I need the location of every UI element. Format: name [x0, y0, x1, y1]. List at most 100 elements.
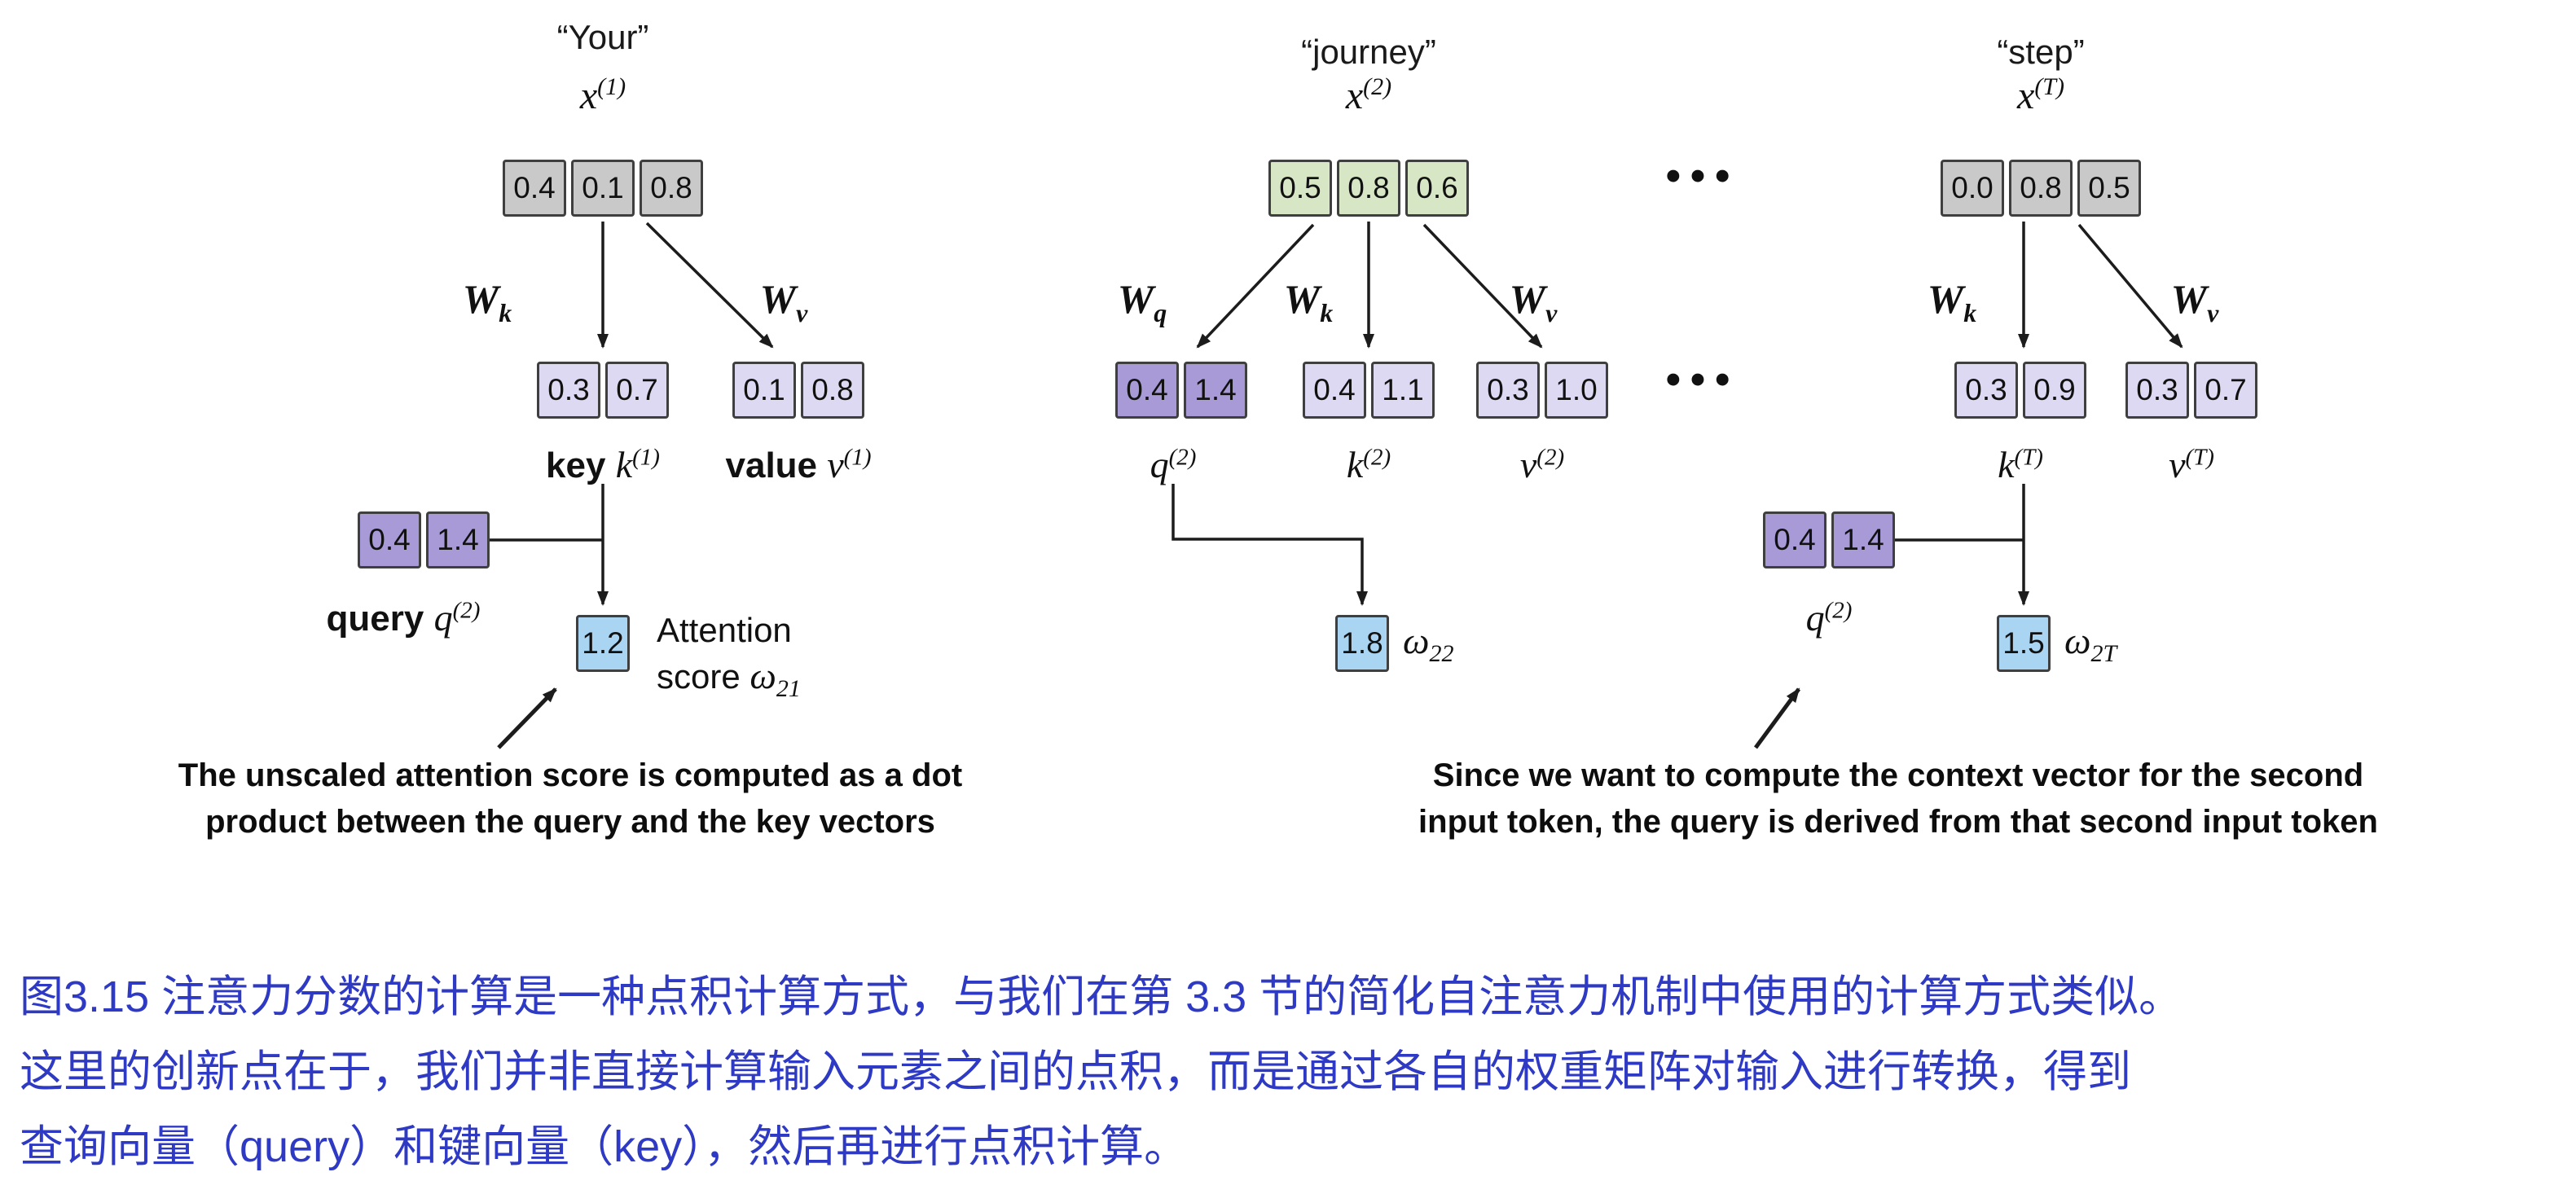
- caption-line: 图3.15 注意力分数的计算是一种点积计算方式，与我们在第 3.3 节的简化自注…: [20, 972, 2183, 1021]
- vector-cell: 0.4: [1763, 511, 1826, 568]
- vector-cell: 0.7: [605, 362, 669, 419]
- math-symbol: q: [433, 597, 453, 639]
- weight-wv-label-g1: Wv: [760, 275, 808, 328]
- input-vector-journey: 0.5 0.8 0.6: [1268, 160, 1469, 217]
- math-superscript: (2): [1363, 73, 1392, 100]
- attention-score-label-line1: Attention: [657, 611, 792, 649]
- arrow-x2-to-query: [1196, 223, 1315, 349]
- math-symbol: k: [1998, 444, 2015, 485]
- value-label-g1: value v(1): [725, 444, 872, 486]
- vector-cell: 0.8: [2009, 160, 2073, 217]
- ellipsis-input-row: •••: [1665, 152, 1740, 200]
- annotation-line: The unscaled attention score is computed…: [178, 757, 963, 793]
- token-word-journey: “journey”: [1301, 33, 1436, 71]
- math-superscript: (1): [632, 444, 660, 471]
- input-symbol-x2: x(2): [1346, 73, 1391, 118]
- figure-caption: 图3.15 注意力分数的计算是一种点积计算方式，与我们在第 3.3 节的简化自注…: [20, 959, 2561, 1184]
- vector-cell: 0.3: [1476, 362, 1540, 419]
- omega-subscript: 2T: [2090, 640, 2117, 668]
- attention-score-box-g2: 1.8: [1335, 615, 1389, 672]
- value-vector-g2: 0.3 1.0: [1476, 362, 1608, 419]
- vector-cell: 1.4: [1831, 511, 1895, 568]
- key-label-g3: k(T): [1998, 444, 2043, 486]
- math-superscript: (2): [452, 597, 481, 624]
- annotation-line: product between the query and the key ve…: [205, 803, 935, 840]
- vector-cell: 0.8: [640, 160, 703, 217]
- annotation-dot-product: The unscaled attention score is computed…: [178, 753, 962, 845]
- annotation-second-token: Since we want to compute the context vec…: [1418, 753, 2378, 845]
- connector-q2-to-score22: [1172, 484, 1368, 606]
- math-symbol: k: [1346, 444, 1364, 485]
- math-symbol: x: [579, 74, 598, 117]
- value-vector-g3: 0.3 0.7: [2125, 362, 2257, 419]
- vector-cell: 1.1: [1371, 362, 1435, 419]
- query-vector-g3: 0.4 1.4: [1763, 511, 1895, 568]
- query-label-g3: q(2): [1805, 597, 1853, 639]
- key-vector-g3: 0.3 0.9: [1954, 362, 2086, 419]
- math-symbol: W: [759, 276, 797, 322]
- weight-wk-label-g3: Wk: [1928, 275, 1976, 328]
- vector-cell: 0.5: [2077, 160, 2141, 217]
- annotation-line: Since we want to compute the context vec…: [1432, 757, 2364, 793]
- math-symbol: x: [1345, 74, 1364, 117]
- query-label-g2: q(2): [1150, 444, 1197, 486]
- label-word: key: [546, 446, 606, 485]
- vector-cell: 1.0: [1545, 362, 1608, 419]
- arrow-x1-to-value: [645, 222, 774, 349]
- input-vector-step: 0.0 0.8 0.5: [1941, 160, 2141, 217]
- math-subscript: v: [1545, 298, 1558, 327]
- omega-subscript: 22: [1429, 640, 1454, 668]
- attention-score-label-line2: score ω21: [657, 654, 801, 702]
- vector-cell: 0.4: [503, 160, 566, 217]
- math-subscript: k: [1320, 298, 1334, 327]
- vector-cell: 0.1: [732, 362, 796, 419]
- math-symbol: W: [1283, 276, 1321, 322]
- attention-score-label-g2: ω22: [1403, 619, 1453, 668]
- math-subscript: v: [796, 298, 808, 327]
- token-word-step: “step”: [1997, 33, 2085, 71]
- math-symbol: W: [1117, 276, 1154, 322]
- key-vector-g2: 0.4 1.1: [1303, 362, 1435, 419]
- math-superscript: (2): [1168, 444, 1197, 471]
- vector-cell: 0.8: [1337, 160, 1400, 217]
- attention-score-box-g1: 1.2: [576, 615, 630, 672]
- math-symbol: k: [615, 444, 633, 485]
- math-symbol: v: [827, 444, 844, 485]
- math-superscript: (T): [2014, 444, 2043, 471]
- math-subscript: q: [1154, 298, 1167, 327]
- math-superscript: (T): [2034, 73, 2064, 100]
- omega-symbol: ω: [2064, 620, 2091, 661]
- math-superscript: (2): [1824, 597, 1853, 624]
- input-vector-your: 0.4 0.1 0.8: [503, 160, 703, 217]
- weight-wv-label-g3: Wv: [2171, 275, 2219, 328]
- vector-cell: 0.4: [1303, 362, 1366, 419]
- omega-symbol: ω: [750, 654, 776, 696]
- token-word-your: “Your”: [556, 18, 649, 56]
- vector-cell: 0.4: [1115, 362, 1179, 419]
- weight-wv-label-g2: Wv: [1510, 275, 1558, 328]
- arrow-x2-to-value: [1422, 223, 1543, 349]
- label-word: value: [725, 446, 818, 485]
- query-vector-g1: 0.4 1.4: [358, 511, 490, 568]
- math-subscript: v: [2207, 298, 2219, 327]
- math-symbol: q: [1805, 597, 1825, 639]
- label-word: query: [326, 599, 424, 639]
- query-label-g1: query q(2): [326, 597, 481, 639]
- math-symbol: W: [462, 276, 499, 322]
- math-symbol: v: [1519, 444, 1537, 485]
- value-label-g2: v(2): [1519, 444, 1564, 486]
- vector-cell: 0.5: [1268, 160, 1332, 217]
- input-symbol-xT: x(T): [2017, 73, 2064, 118]
- arrow-xT-to-value: [2077, 223, 2183, 349]
- omega-symbol: ω: [1403, 620, 1430, 661]
- vector-cell: 0.7: [2194, 362, 2257, 419]
- ellipsis-qkv-row: •••: [1665, 356, 1740, 403]
- vector-cell: 0.3: [537, 362, 600, 419]
- vector-cell: 0.3: [2125, 362, 2189, 419]
- attention-score-box-g3: 1.5: [1997, 615, 2051, 672]
- vector-cell: 1.4: [1184, 362, 1247, 419]
- attention-score-label-g3: ω2T: [2064, 619, 2117, 668]
- math-superscript: (2): [1363, 444, 1391, 471]
- math-subscript: k: [1963, 298, 1977, 327]
- caption-line: 查询向量（query）和键向量（key），然后再进行点积计算。: [20, 1122, 1189, 1171]
